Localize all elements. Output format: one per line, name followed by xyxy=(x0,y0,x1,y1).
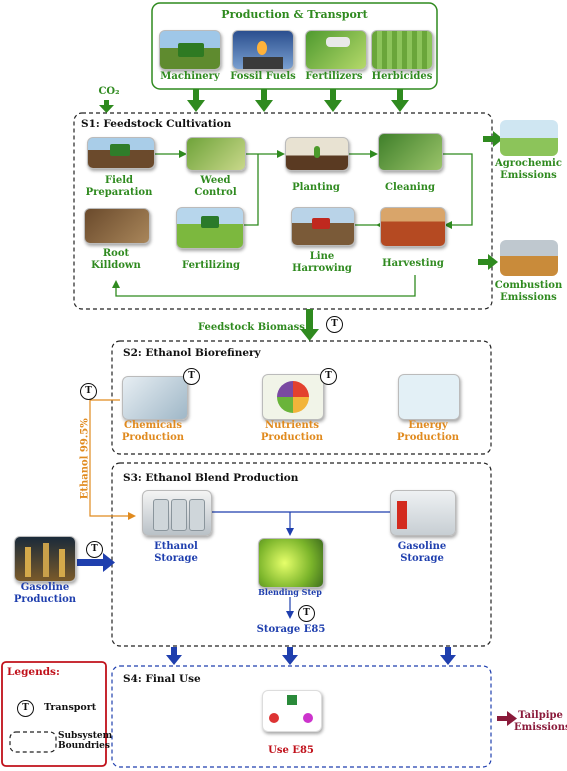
fertilizers-image xyxy=(305,30,367,70)
line-harrowing-image xyxy=(291,207,355,246)
weed-control-label: Weed Control xyxy=(194,175,237,198)
tailpipe-emissions-label: Tailpipe Emissions xyxy=(514,710,567,733)
root-killdown-label: Root Killdown xyxy=(91,248,141,271)
feedstock-biomass-label: Feedstock Biomass xyxy=(198,322,305,333)
s3-box xyxy=(111,462,492,647)
line-harrowing-label: Line Harrowing xyxy=(292,251,352,274)
energy-production-label: Energy Production xyxy=(396,420,460,443)
weed-control-image xyxy=(186,137,246,171)
legend-transport-label: Transport xyxy=(44,702,97,713)
blending-step-label: Blending Step xyxy=(258,587,322,597)
chemicals-production-label: Chemicals Production xyxy=(121,420,185,443)
combustion-emissions-image xyxy=(500,240,558,276)
ethanol-label: Ethanol 99.5% xyxy=(79,418,91,500)
herbicides-image xyxy=(371,30,433,70)
field-preparation-label: Field Preparation xyxy=(85,175,153,198)
machinery-image xyxy=(159,30,221,70)
use-e85-image xyxy=(262,690,322,732)
transport-icon: T xyxy=(17,700,34,717)
blending-image xyxy=(258,538,324,588)
field-preparation-image xyxy=(87,137,155,169)
transport-icon: T xyxy=(320,368,337,385)
production-item-herbicides: Herbicides xyxy=(371,71,433,82)
use-e85-label: Use E85 xyxy=(268,745,314,756)
s1-title: S1: Feedstock Cultivation xyxy=(81,118,232,130)
cleaning-image xyxy=(378,133,443,171)
fossil-fuels-image xyxy=(232,30,294,70)
agrochemic-emissions-image xyxy=(500,120,558,156)
root-killdown-image xyxy=(84,208,150,244)
planting-label: Planting xyxy=(292,182,340,193)
transport-icon: T xyxy=(80,383,97,400)
storage-e85-label: Storage E85 xyxy=(256,624,326,635)
gasoline-storage-label: Gasoline Storage xyxy=(397,541,447,564)
s2-box xyxy=(111,340,492,455)
s1-box xyxy=(73,112,493,310)
s3-title: S3: Ethanol Blend Production xyxy=(123,472,299,484)
legend-box xyxy=(1,661,107,767)
transport-icon: T xyxy=(86,541,103,558)
combustion-emissions-label: Combustion Emissions xyxy=(494,280,563,303)
transport-icon: T xyxy=(326,316,343,333)
ethanol-storage-image xyxy=(142,490,212,536)
gasoline-production-label: Gasoline Production xyxy=(13,582,77,605)
production-item-fertilizers: Fertilizers xyxy=(305,71,363,82)
cleaning-label: Cleaning xyxy=(385,182,435,193)
nutrients-image xyxy=(262,374,324,420)
s4-box xyxy=(111,665,492,768)
fertilizing-label: Fertilizing xyxy=(182,260,240,271)
gasoline-production-image xyxy=(14,536,76,582)
transport-icon: T xyxy=(183,368,200,385)
gasoline-storage-image xyxy=(390,490,456,536)
harvesting-label: Harvesting xyxy=(382,258,444,269)
energy-image xyxy=(398,374,460,420)
chemicals-image xyxy=(122,376,188,420)
production-item-machinery: Machinery xyxy=(160,71,220,82)
legend-title: Legends: xyxy=(7,666,60,678)
planting-image xyxy=(285,137,349,171)
legend-subsystem-label: Subsystem Boundries xyxy=(58,731,113,752)
nutrients-production-label: Nutrients Production xyxy=(260,420,324,443)
production-item-fossil-fuels: Fossil Fuels xyxy=(230,71,296,82)
transport-icon: T xyxy=(298,605,315,622)
agrochemic-emissions-label: Agrochemic Emissions xyxy=(495,158,562,181)
s2-title: S2: Ethanol Biorefinery xyxy=(123,347,261,359)
harvesting-image xyxy=(380,207,446,247)
fertilizing-image xyxy=(176,207,244,249)
s4-title: S4: Final Use xyxy=(123,673,201,685)
production-title: Production & Transport xyxy=(221,8,368,21)
co2-label: CO₂ xyxy=(98,86,120,97)
ethanol-storage-label: Ethanol Storage xyxy=(154,541,198,564)
